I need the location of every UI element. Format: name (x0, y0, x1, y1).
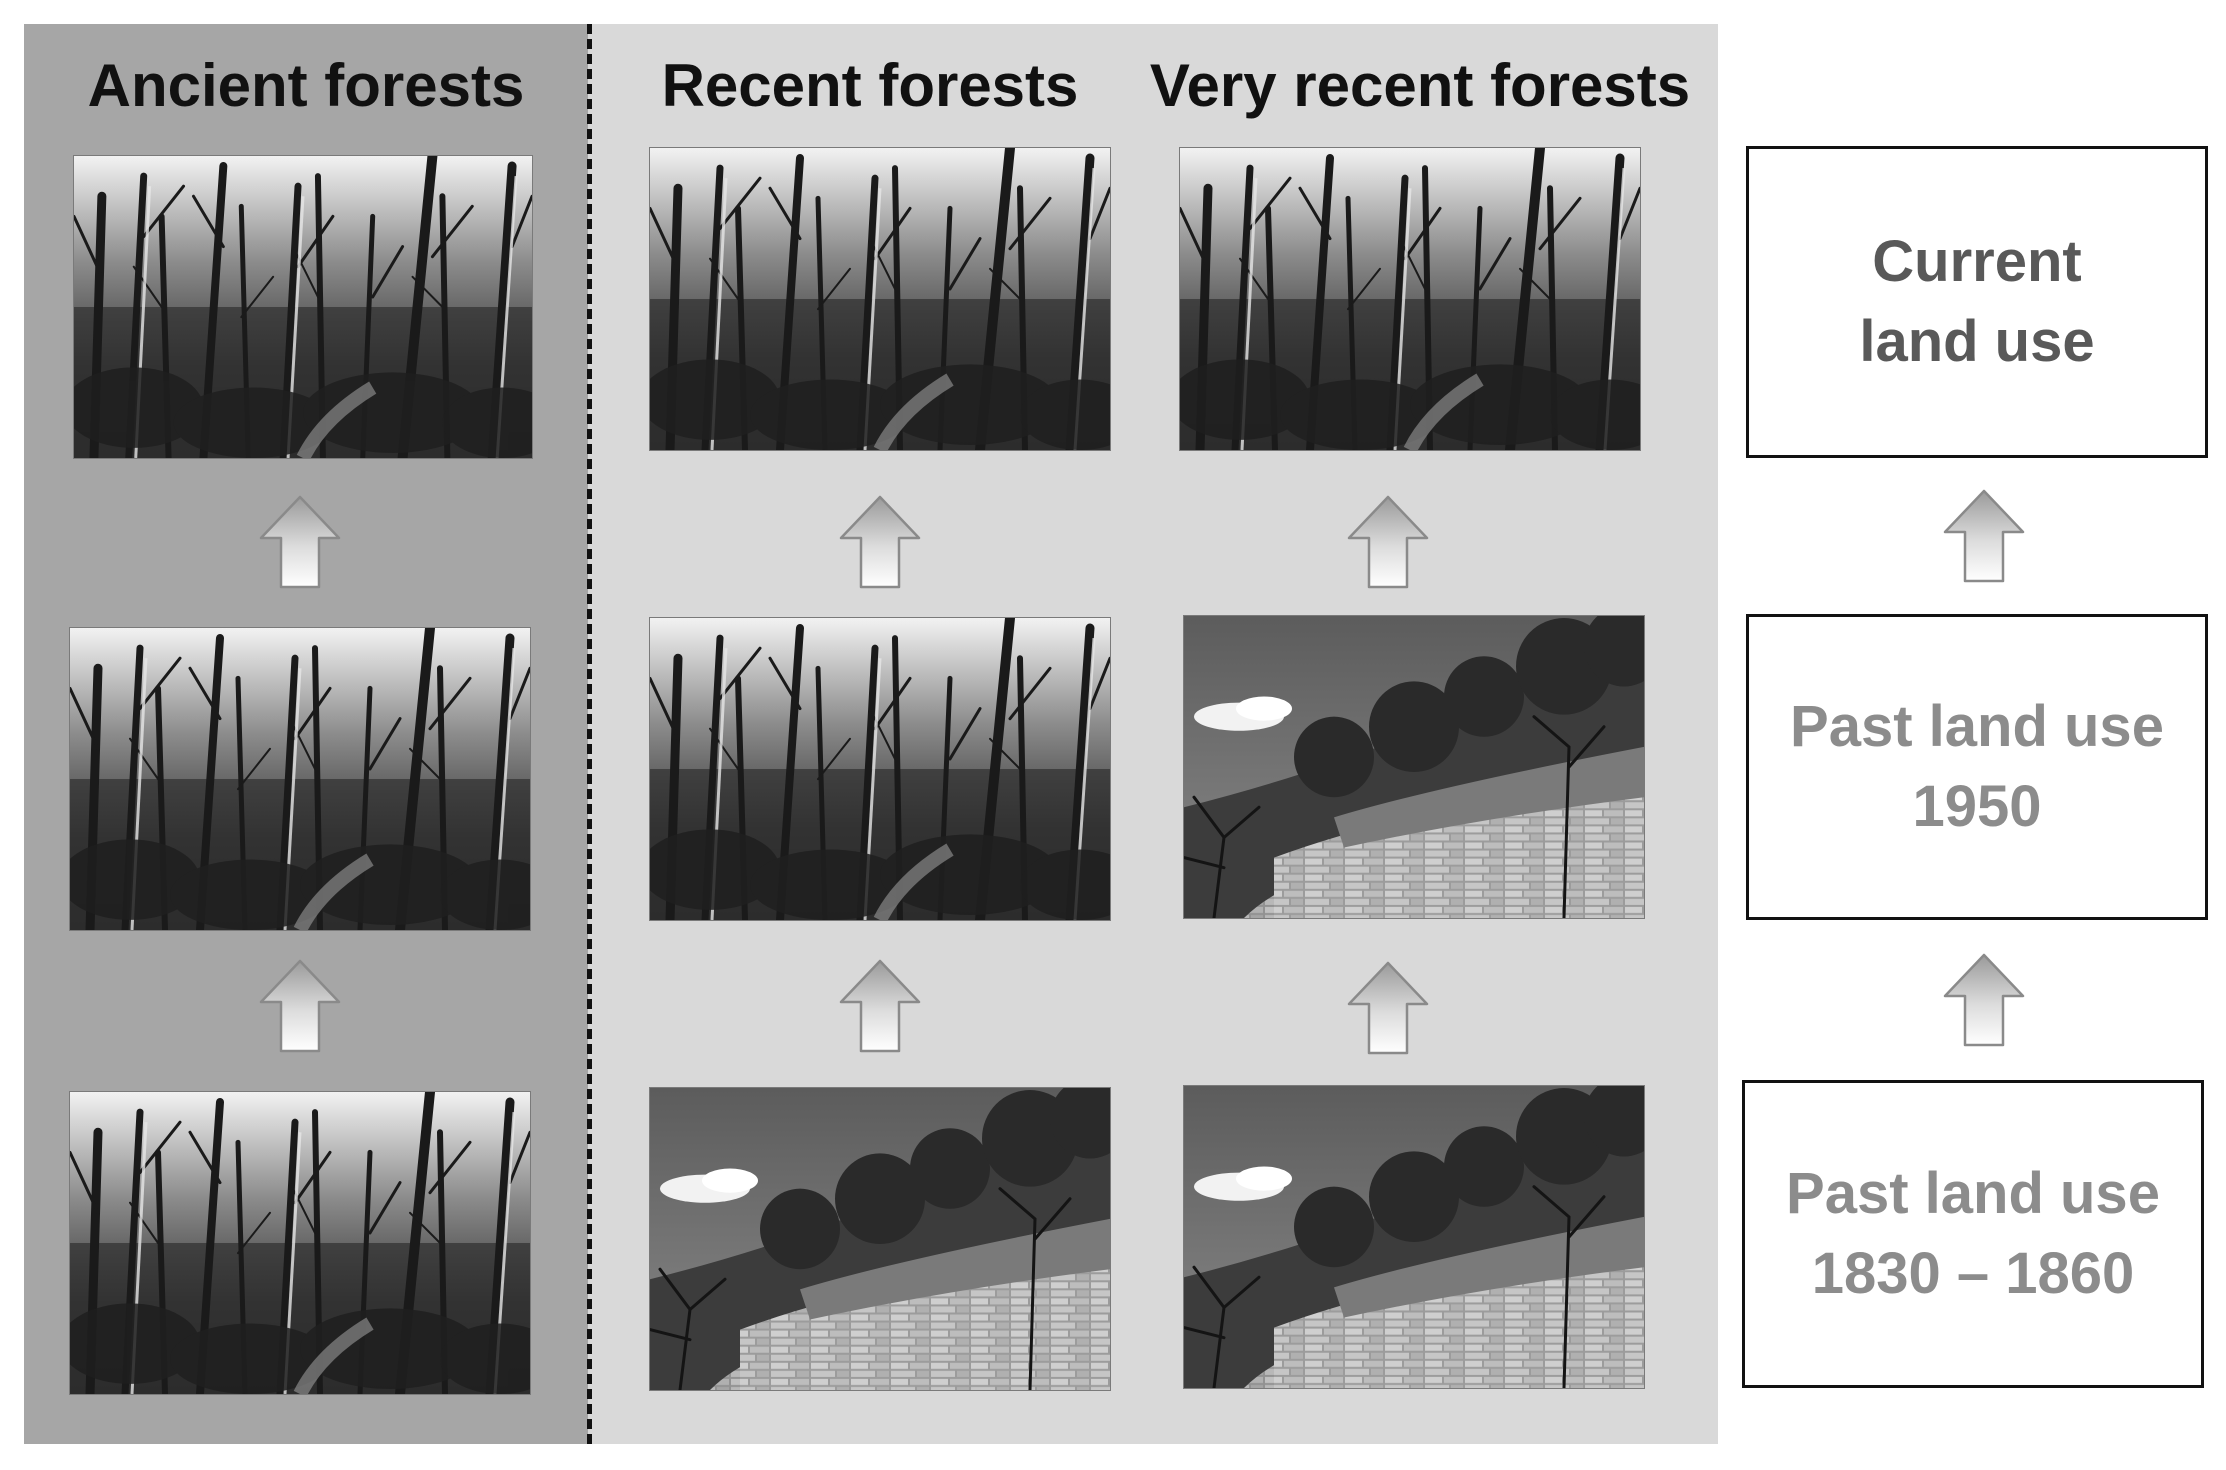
past-land-use-1950-label: Past land use 1950 (1790, 694, 2164, 839)
column-title-recent: Recent forests (661, 52, 1079, 119)
dashed-divider (587, 24, 592, 1444)
terraced-field-photo (1184, 1086, 1644, 1388)
forest-photo (650, 618, 1110, 920)
past-land-use-1830-box: Past land use 1830 – 1860 (1742, 1080, 2204, 1388)
column-title-ancient: Ancient forests (87, 52, 525, 119)
current-land-use-box: Current land use (1746, 146, 2208, 458)
forest-photo (74, 156, 532, 458)
terraced-field-photo (1184, 616, 1644, 918)
past-land-use-1830-label: Past land use 1830 – 1860 (1786, 1161, 2160, 1306)
up-arrow-icon (1942, 488, 2026, 584)
up-arrow-icon (258, 958, 342, 1054)
forest-photo (650, 148, 1110, 450)
column-title-very-recent: Very recent forests (1149, 52, 1691, 119)
up-arrow-icon (258, 494, 342, 590)
forest-photo (70, 1092, 530, 1394)
up-arrow-icon (838, 494, 922, 590)
current-land-use-label: Current land use (1859, 229, 2095, 374)
up-arrow-icon (1346, 494, 1430, 590)
forest-photo (1180, 148, 1640, 450)
up-arrow-icon (1942, 952, 2026, 1048)
up-arrow-icon (838, 958, 922, 1054)
forest-photo (70, 628, 530, 930)
up-arrow-icon (1346, 960, 1430, 1056)
terraced-field-photo (650, 1088, 1110, 1390)
past-land-use-1950-box: Past land use 1950 (1746, 614, 2208, 920)
